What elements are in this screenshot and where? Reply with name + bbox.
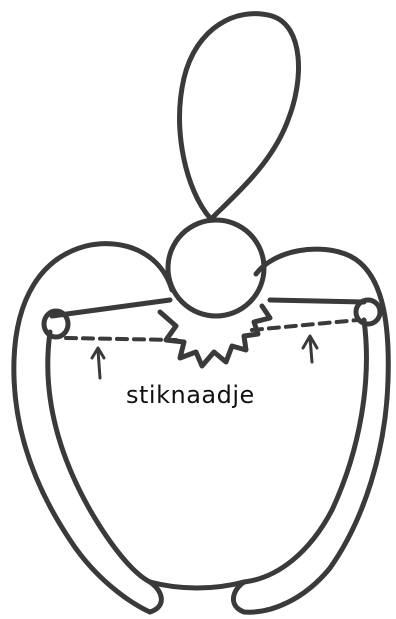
arrow-right — [303, 336, 317, 362]
hanging-loop — [180, 14, 299, 218]
stitch-label: stiknaadje — [126, 380, 286, 410]
arrow-left — [92, 348, 104, 378]
stitch-line-right — [252, 320, 358, 330]
body-top-edge — [52, 300, 170, 316]
ball-head — [168, 220, 264, 316]
stitch-line-left — [66, 338, 176, 340]
body-top-edge-right — [270, 300, 364, 302]
body-bottom — [150, 582, 244, 588]
left-arm — [14, 244, 172, 612]
